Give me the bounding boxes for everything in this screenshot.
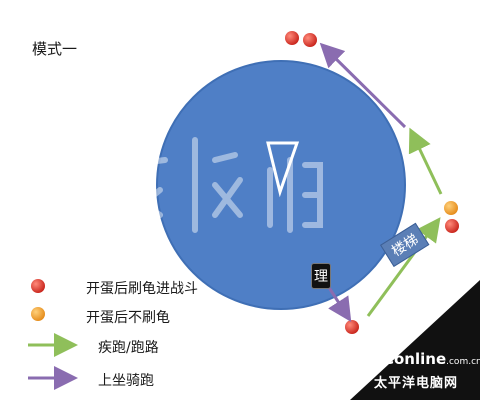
legend-green-label: 疾跑/跑路: [98, 340, 159, 356]
mode-title: 模式一: [32, 40, 78, 58]
purple-arrow: [326, 285, 352, 323]
watermark-domain: .com.cn: [446, 357, 480, 367]
orange-dot: [444, 201, 458, 215]
watermark-subtitle: 太平洋电脑网: [374, 376, 459, 391]
legend-orange-dot: [31, 307, 45, 321]
player-triangle-icon: [266, 141, 300, 198]
watermark-calligraphy: [122, 132, 323, 243]
watermark-corner: [350, 280, 480, 400]
legend-orange-label: 开蛋后不刷龟: [86, 310, 170, 326]
red-dot: [345, 320, 359, 334]
badge-icon: 理: [311, 263, 331, 289]
green-arrow: [408, 127, 443, 195]
red-dot: [285, 31, 299, 45]
watermark-brand: PConline.com.cn: [372, 350, 480, 368]
legend-red-label: 开蛋后刷龟进战斗: [86, 281, 198, 297]
red-dot: [445, 219, 459, 233]
legend-purple-label: 上坐骑跑: [98, 373, 154, 389]
purple-arrow: [319, 42, 407, 129]
red-dot: [303, 33, 317, 47]
legend-red-dot: [31, 279, 45, 293]
